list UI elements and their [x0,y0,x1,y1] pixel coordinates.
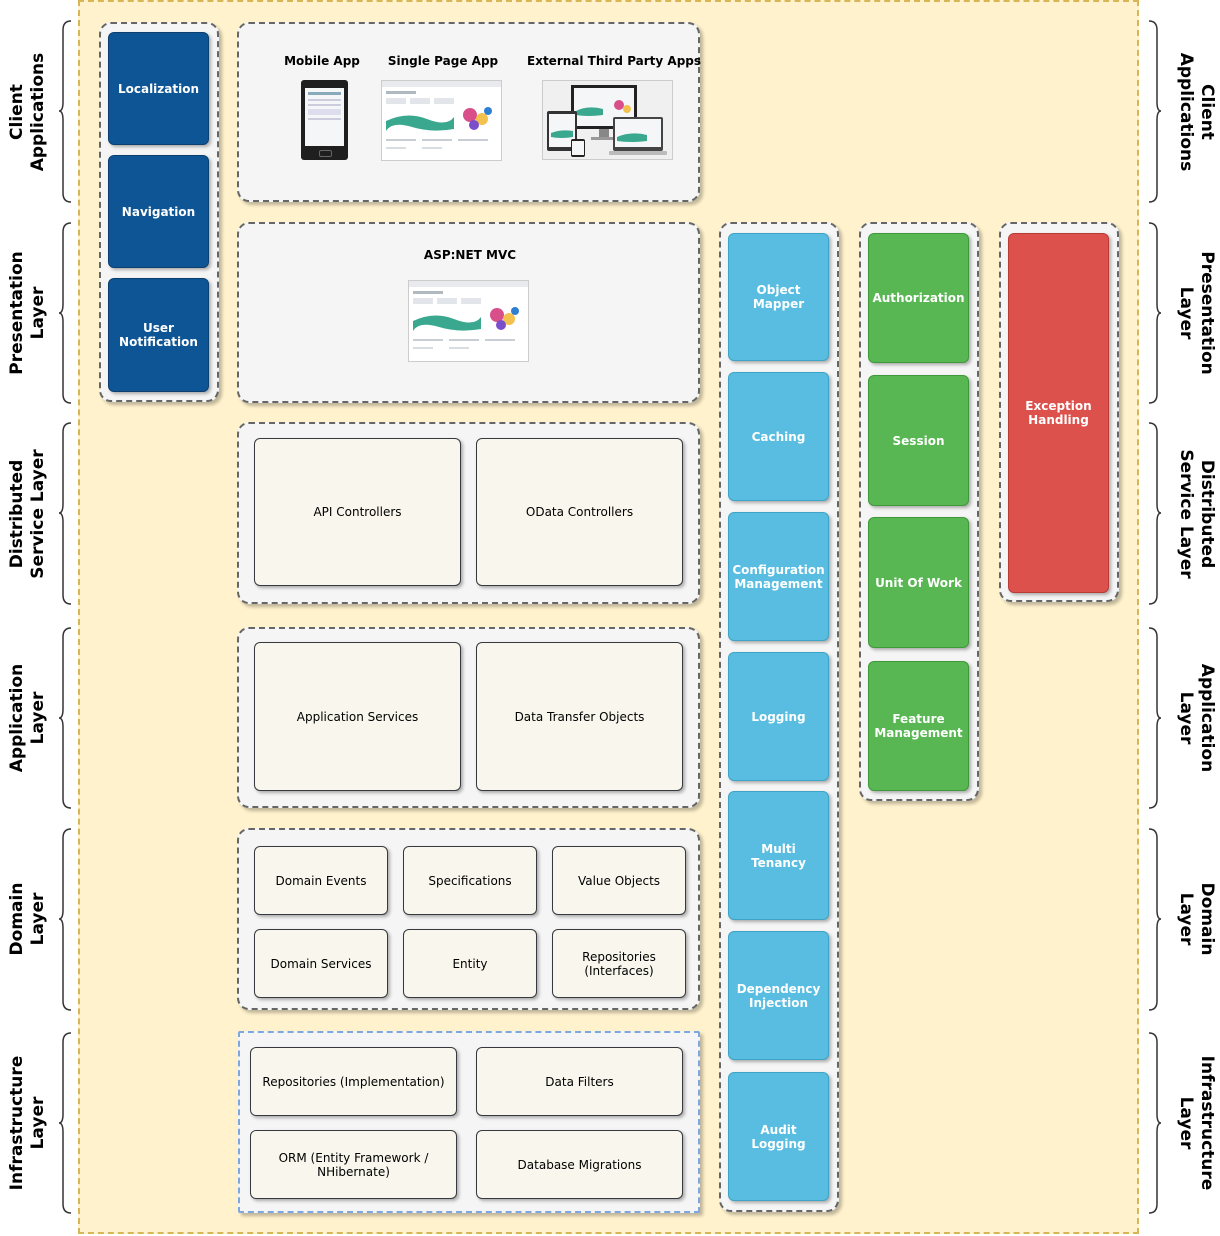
external-apps-label: External Third Party Apps [527,54,702,68]
right-label-domain-layer: Domain Layer [1176,882,1217,956]
left-brace-presentation [58,222,72,404]
value-objects-box: Value Objects [552,846,686,915]
external-apps-image [542,80,673,160]
domain-services-box: Domain Services [254,929,388,998]
application-services-box: Application Services [254,642,461,791]
authorization-tile: Authorization [868,233,969,363]
localization-tile: Localization [108,32,209,145]
mobile-app-image [301,80,348,160]
right-brace-distributed [1148,422,1162,605]
repositories-interfaces-box: Repositories (Interfaces) [552,929,686,998]
caching-tile: Caching [728,372,829,501]
left-label-application-layer: Application Layer [7,663,48,773]
api-controllers-box: API Controllers [254,438,461,586]
mobile-app-label: Mobile App [284,54,360,68]
right-label-application-layer: Application Layer [1176,663,1217,773]
multi-tenancy-tile: Multi Tenancy [728,791,829,920]
session-tile: Session [868,375,969,506]
specifications-box: Specifications [403,846,537,915]
odata-controllers-box: OData Controllers [476,438,683,586]
aspnet-mvc-image [408,280,529,362]
logging-tile: Logging [728,652,829,781]
left-brace-domain [58,828,72,1011]
single-page-app-label: Single Page App [387,54,499,68]
left-label-distributed-service-layer: Distributed Service Layer [7,449,48,579]
left-brace-distributed [58,422,72,605]
domain-events-box: Domain Events [254,846,388,915]
entity-box: Entity [403,929,537,998]
left-brace-infrastructure [58,1032,72,1214]
dependency-injection-tile: Dependency Injection [728,931,829,1060]
left-brace-application [58,627,72,809]
navigation-tile: Navigation [108,155,209,268]
left-label-client-applications: Client Applications [7,52,48,172]
object-mapper-tile: Object Mapper [728,233,829,361]
right-brace-infrastructure [1148,1032,1162,1214]
right-label-distributed-service-layer: Distributed Service Layer [1176,449,1217,579]
single-page-app-image [381,80,502,161]
right-label-presentation-layer: Presentation Layer [1176,251,1217,375]
feature-management-tile: Feature Management [868,661,969,791]
left-label-infrastructure-layer: Infrastructure Layer [7,1055,48,1191]
database-migrations-box: Database Migrations [476,1130,683,1199]
unit-of-work-tile: Unit Of Work [868,517,969,648]
right-brace-presentation [1148,222,1162,404]
user-notification-tile: User Notification [108,278,209,392]
left-brace-client [58,20,72,203]
left-label-presentation-layer: Presentation Layer [7,251,48,375]
data-transfer-objects-box: Data Transfer Objects [476,642,683,791]
right-label-client-applications: Client Applications [1176,52,1217,172]
repositories-implementation-box: Repositories (Implementation) [250,1047,457,1116]
data-filters-box: Data Filters [476,1047,683,1116]
right-brace-client [1148,20,1162,203]
right-label-infrastructure-layer: Infrastructure Layer [1176,1055,1217,1191]
exception-handling-tile: Exception Handling [1008,233,1109,593]
configuration-management-tile: Configuration Management [728,512,829,641]
aspnet-mvc-label: ASP:NET MVC [423,248,517,262]
audit-logging-tile: Audit Logging [728,1072,829,1201]
right-brace-application [1148,627,1162,809]
left-label-domain-layer: Domain Layer [7,882,48,956]
right-brace-domain [1148,828,1162,1011]
orm-box: ORM (Entity Framework / NHibernate) [250,1130,457,1199]
